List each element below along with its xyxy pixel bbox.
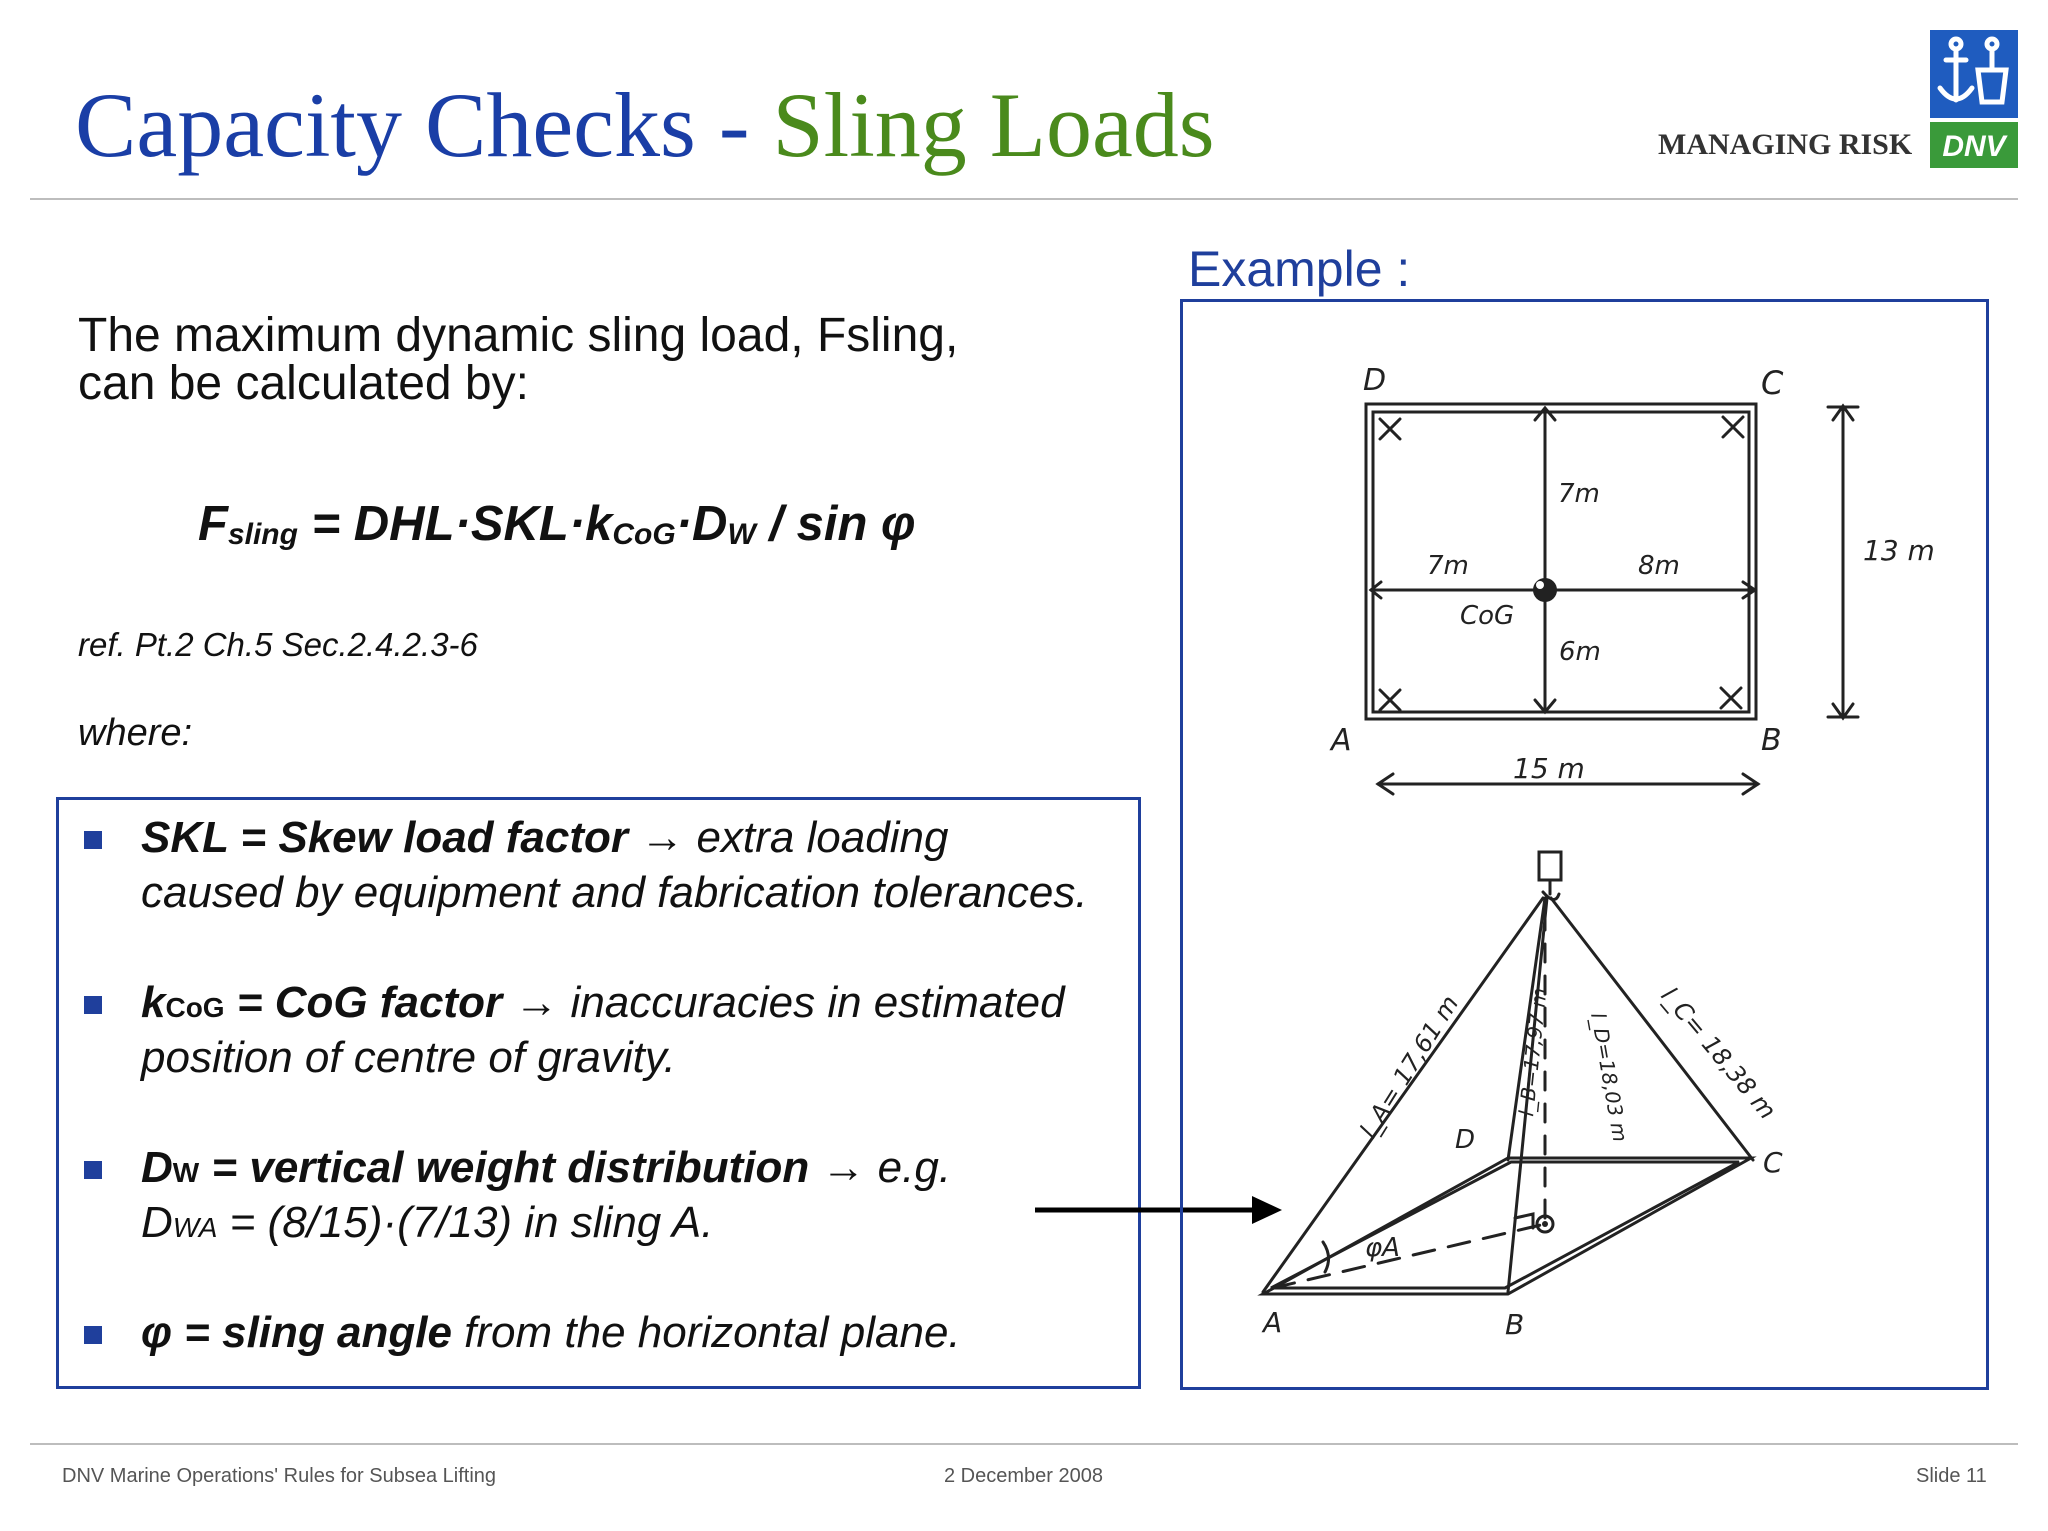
def-dw-line-2: DWA = (8/15)·(7/13) in sling A.: [141, 1198, 713, 1248]
def-skl-line-1: SKL = Skew load factor → extra loading: [141, 813, 948, 863]
plan-corner-d: D: [1363, 363, 1386, 398]
def-skl-rest: → extra loading: [628, 813, 949, 862]
pyramid-corner-d: D: [1455, 1125, 1475, 1155]
pointer-arrow-icon: [1035, 1196, 1282, 1224]
def-phi-line-1: φ = sling angle from the horizontal plan…: [141, 1308, 961, 1358]
plan-height-label: 13 m: [1863, 534, 1935, 567]
sling-a-length: l_A= 17,61 m: [1354, 990, 1464, 1143]
title-part-1: Capacity Checks -: [75, 74, 750, 176]
definitions-box: [56, 797, 1141, 1389]
def-kcog-line-2: position of centre of gravity.: [141, 1033, 676, 1082]
def-kcog-k: k: [141, 978, 166, 1027]
footer-slide-number: Slide 11: [1916, 1465, 1987, 1487]
def-kcog-rest: → inaccuracies in estimated: [502, 978, 1065, 1027]
pyramid-corner-a: A: [1261, 1306, 1282, 1339]
bullet-icon: [84, 996, 102, 1014]
formula-k-sub: CoG: [612, 518, 676, 551]
plan-dim-top: 7m: [1558, 479, 1600, 509]
bullet-icon: [84, 1326, 102, 1344]
formula-part-c: / sin φ: [755, 497, 916, 551]
bullet-icon: [84, 831, 102, 849]
def-dw-example-d: D: [141, 1198, 173, 1247]
intro-line-2: can be calculated by:: [78, 357, 529, 410]
plan-width-label: 15 m: [1513, 752, 1585, 785]
where-label: where:: [78, 712, 193, 754]
header-rule: [30, 198, 2018, 200]
plan-cog-label: CoG: [1460, 601, 1514, 631]
def-dw-example-sub: WA: [172, 1212, 218, 1243]
formula-f: F: [198, 497, 228, 551]
pyramid-corner-b: B: [1505, 1308, 1524, 1341]
example-sketch: D C A B 7m 7m 8m 6m CoG 13 m 15 m A B C …: [1257, 363, 1935, 1341]
def-kcog-term: = CoG factor: [224, 978, 503, 1027]
plan-dim-bottom: 6m: [1559, 637, 1601, 667]
bullet-icon: [84, 1161, 102, 1179]
footer-rule: [30, 1443, 2018, 1445]
def-dw-d: D: [141, 1143, 173, 1192]
footer-date: 2 December 2008: [944, 1465, 1103, 1487]
def-dw-term: = vertical weight distribution: [199, 1143, 810, 1192]
def-kcog-sub: CoG: [165, 992, 225, 1023]
example-label: Example :: [1188, 241, 1411, 297]
plan-corner-a: A: [1329, 723, 1352, 758]
def-phi-term: φ = sling angle: [141, 1308, 452, 1357]
dnv-logo: DNV: [1930, 30, 2018, 168]
plan-dim-right: 8m: [1638, 551, 1680, 581]
sling-d-length: l_D=18,03 m: [1586, 1011, 1632, 1144]
def-dw-rest: → e.g.: [809, 1143, 952, 1192]
formula-f-sub: sling: [227, 518, 298, 551]
def-phi-rest: from the horizontal plane.: [451, 1308, 961, 1357]
def-skl-term: SKL = Skew load factor: [141, 813, 629, 862]
pyramid-corner-c: C: [1763, 1146, 1783, 1179]
sling-c-length: l_C= 18,38 m: [1655, 982, 1781, 1125]
def-skl-line-2: caused by equipment and fabrication tole…: [141, 868, 1088, 917]
formula-part-a: = DHL·SKL·k: [297, 497, 613, 551]
example-box: [1180, 299, 1989, 1390]
logo-text: DNV: [1942, 130, 2008, 163]
slide-title: Capacity Checks - Sling Loads: [75, 75, 1215, 175]
plan-corner-c: C: [1761, 364, 1784, 402]
rule-reference: ref. Pt.2 Ch.5 Sec.2.4.2.3-6: [78, 626, 478, 663]
def-dw-example-rest: = (8/15)·(7/13) in sling A.: [217, 1198, 714, 1247]
def-dw-sub: W: [172, 1157, 200, 1188]
plan-dim-left: 7m: [1427, 551, 1469, 581]
sling-load-formula: Fsling = DHL·SKL·kCoG·DW / sin φ: [198, 496, 916, 552]
intro-line-1: The maximum dynamic sling load, Fsling,: [78, 309, 959, 362]
formula-d-sub: W: [727, 518, 756, 551]
def-kcog-line-1: kCoG = CoG factor → inaccuracies in esti…: [141, 978, 1065, 1028]
tagline: MANAGING RISK: [1658, 128, 1913, 161]
plan-corner-b: B: [1761, 723, 1782, 758]
def-dw-line-1: DW = vertical weight distribution → e.g.: [141, 1143, 951, 1193]
intro-text: The maximum dynamic sling load, Fsling, …: [78, 312, 958, 408]
pyramid-angle-label: φA: [1365, 1233, 1400, 1263]
footer-presentation-title: DNV Marine Operations' Rules for Subsea …: [62, 1465, 497, 1487]
formula-part-b: ·D: [675, 497, 728, 551]
title-part-2: Sling Loads: [772, 74, 1215, 176]
